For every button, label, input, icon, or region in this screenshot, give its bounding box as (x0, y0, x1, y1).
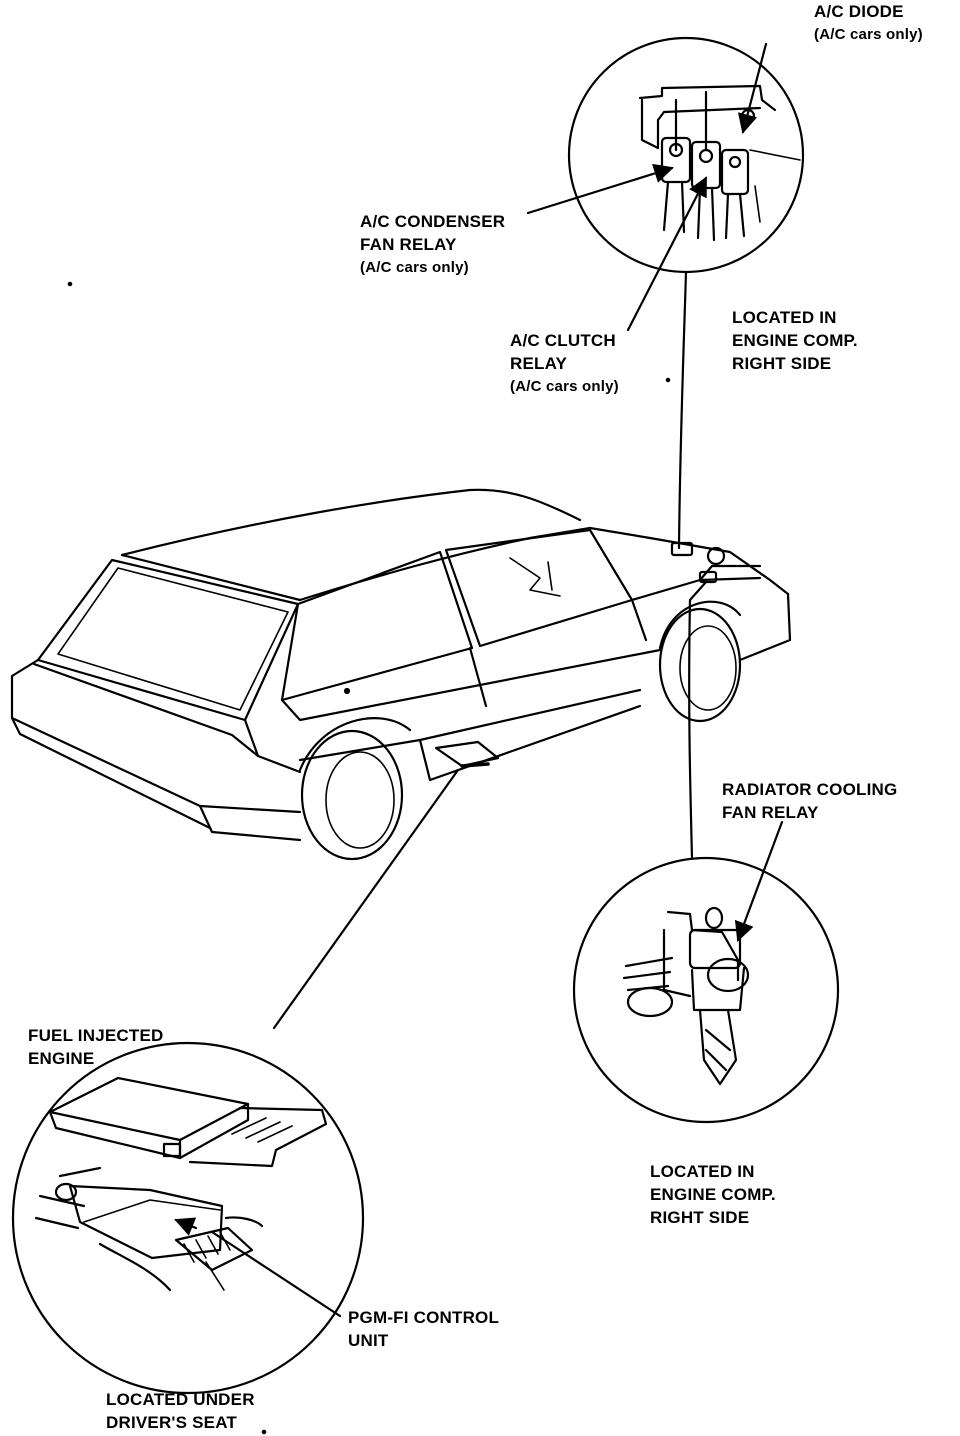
label-location-top-line1: LOCATED IN (732, 308, 837, 327)
leader-radiator-fan-relay (734, 820, 784, 942)
label-ac-condenser-fan-relay: A/C CONDENSER FAN RELAY (A/C cars only) (360, 210, 505, 279)
label-ac-condenser-line1: A/C CONDENSER (360, 212, 506, 231)
leader-ac-diode (737, 42, 768, 134)
label-location-right: LOCATED IN ENGINE COMP. RIGHT SIDE (650, 1160, 776, 1229)
label-ac-condenser-line2: FAN RELAY (360, 235, 457, 254)
label-location-top: LOCATED IN ENGINE COMP. RIGHT SIDE (732, 306, 858, 375)
label-location-right-line2: ENGINE COMP. (650, 1185, 776, 1204)
label-ac-clutch-line1: A/C CLUTCH (510, 331, 616, 350)
label-location-bottom-line1: LOCATED UNDER (106, 1390, 255, 1409)
leader-car-to-control-unit-circle (272, 768, 460, 1030)
label-radiator-line2: FAN RELAY (722, 803, 819, 822)
label-ac-diode: A/C DIODE (A/C cars only) (814, 0, 923, 46)
label-fuel-injected-engine: FUEL INJECTED ENGINE (28, 1024, 163, 1070)
label-radiator-fan-relay: RADIATOR COOLING FAN RELAY (722, 778, 897, 824)
ac-relay-detail-circle (567, 36, 805, 274)
label-pgmfi-control-unit: PGM-FI CONTROL UNIT (348, 1306, 499, 1352)
radiator-fan-relay-detail-circle (572, 856, 840, 1124)
leader-top-circle-to-car (677, 270, 688, 550)
leader-car-to-radiator-circle (688, 580, 708, 860)
label-ac-clutch-relay: A/C CLUTCH RELAY (A/C cars only) (510, 329, 619, 398)
label-pgmfi-line2: UNIT (348, 1331, 389, 1350)
label-radiator-line1: RADIATOR COOLING (722, 780, 898, 799)
label-ac-diode-line2: (A/C cars only) (814, 26, 923, 43)
label-ac-diode-line1: A/C DIODE (814, 2, 904, 21)
leader-pgmfi-unit (210, 1230, 342, 1318)
leader-ac-clutch-relay (626, 176, 708, 332)
label-location-right-line3: RIGHT SIDE (650, 1208, 750, 1227)
label-location-top-line2: ENGINE COMP. (732, 331, 858, 350)
label-fuel-injected-line2: ENGINE (28, 1049, 95, 1068)
label-pgmfi-line1: PGM-FI CONTROL (348, 1308, 500, 1327)
label-fuel-injected-line1: FUEL INJECTED (28, 1026, 164, 1045)
car-outline (10, 488, 792, 861)
label-location-top-line3: RIGHT SIDE (732, 354, 832, 373)
leader-ac-condenser-fan-relay (526, 163, 674, 215)
label-location-bottom: LOCATED UNDER DRIVER'S SEAT (106, 1388, 255, 1434)
control-unit-detail-circle (11, 1041, 365, 1395)
label-ac-condenser-line3: (A/C cars only) (360, 259, 469, 276)
label-ac-clutch-line3: (A/C cars only) (510, 378, 619, 395)
pointer-arrow-control-unit (174, 1217, 198, 1236)
label-ac-clutch-line2: RELAY (510, 354, 568, 373)
label-location-bottom-line2: DRIVER'S SEAT (106, 1413, 238, 1432)
label-location-right-line1: LOCATED IN (650, 1162, 755, 1181)
